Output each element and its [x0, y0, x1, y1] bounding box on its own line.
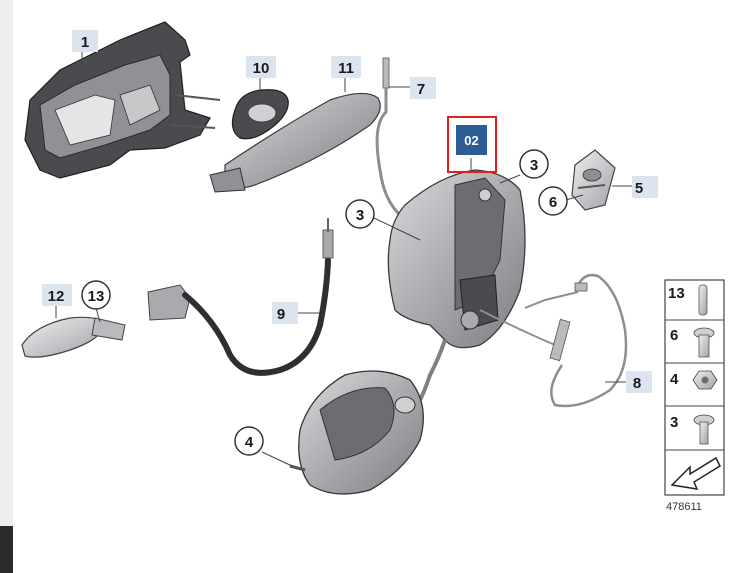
part-striker — [571, 149, 616, 211]
part-handle-bezel — [231, 89, 289, 140]
part-door-lock — [387, 169, 526, 401]
callout-1: 1 — [72, 30, 98, 52]
left-edge-dark-block — [0, 526, 13, 573]
callout-10-label: 10 — [253, 60, 270, 77]
part-bowden-cable — [147, 218, 334, 376]
legend-item-3-label: 3 — [670, 414, 678, 431]
callout-7: 7 — [410, 77, 436, 99]
legend-item-13-label: 13 — [668, 285, 685, 302]
callout-10: 10 — [246, 56, 276, 78]
callout-12-label: 12 — [48, 288, 65, 305]
callout-7-label: 7 — [417, 81, 425, 98]
callout-6: 6 — [538, 186, 568, 216]
leader-lines — [55, 52, 633, 467]
callout-4-label: 4 — [245, 434, 254, 451]
callout-3-upper: 3 — [519, 149, 549, 179]
part-outside-cable — [479, 273, 628, 408]
part-actuating-rod — [375, 57, 421, 224]
callout-5: 5 — [632, 176, 658, 198]
highlight-frame — [447, 116, 497, 173]
callout-11-label: 11 — [338, 60, 354, 77]
left-edge-strip — [0, 0, 13, 573]
hex-bolt-icon — [693, 327, 715, 358]
callout-13: 13 — [81, 280, 111, 310]
pin-icon — [698, 284, 708, 316]
hex-nut-icon — [692, 370, 718, 390]
callout-11: 11 — [331, 56, 361, 78]
legend-item-4-label: 4 — [670, 371, 679, 388]
callout-3-upper-label: 3 — [530, 157, 538, 174]
callout-8-label: 8 — [633, 375, 641, 392]
part-carrier-bracket — [24, 21, 221, 179]
callout-13-label: 13 — [88, 288, 105, 305]
callout-3-lower-label: 3 — [356, 207, 364, 224]
screw-icon — [693, 414, 715, 445]
part-exterior-handle — [209, 92, 381, 193]
callout-1-label: 1 — [81, 34, 89, 51]
direction-arrow-icon — [670, 456, 721, 490]
callout-9: 9 — [272, 302, 298, 324]
callout-5-label: 5 — [635, 180, 643, 197]
highlight-badge — [456, 125, 487, 155]
part-actuator — [289, 370, 424, 495]
callout-12: 12 — [42, 284, 72, 306]
callout-8: 8 — [626, 371, 652, 393]
callout-9-label: 9 — [277, 306, 285, 323]
highlight-badge-label: 02 — [464, 133, 478, 148]
legend-item-6-label: 6 — [670, 327, 678, 344]
callout-4: 4 — [234, 426, 264, 456]
highlight-selection[interactable]: 02 — [447, 116, 497, 173]
fastener-legend: 13 6 4 3 — [664, 279, 725, 496]
diagram-id: 478611 — [666, 501, 702, 513]
part-inner-handle — [21, 316, 126, 358]
callout-3-lower: 3 — [345, 199, 375, 229]
callout-6-label: 6 — [549, 194, 557, 211]
